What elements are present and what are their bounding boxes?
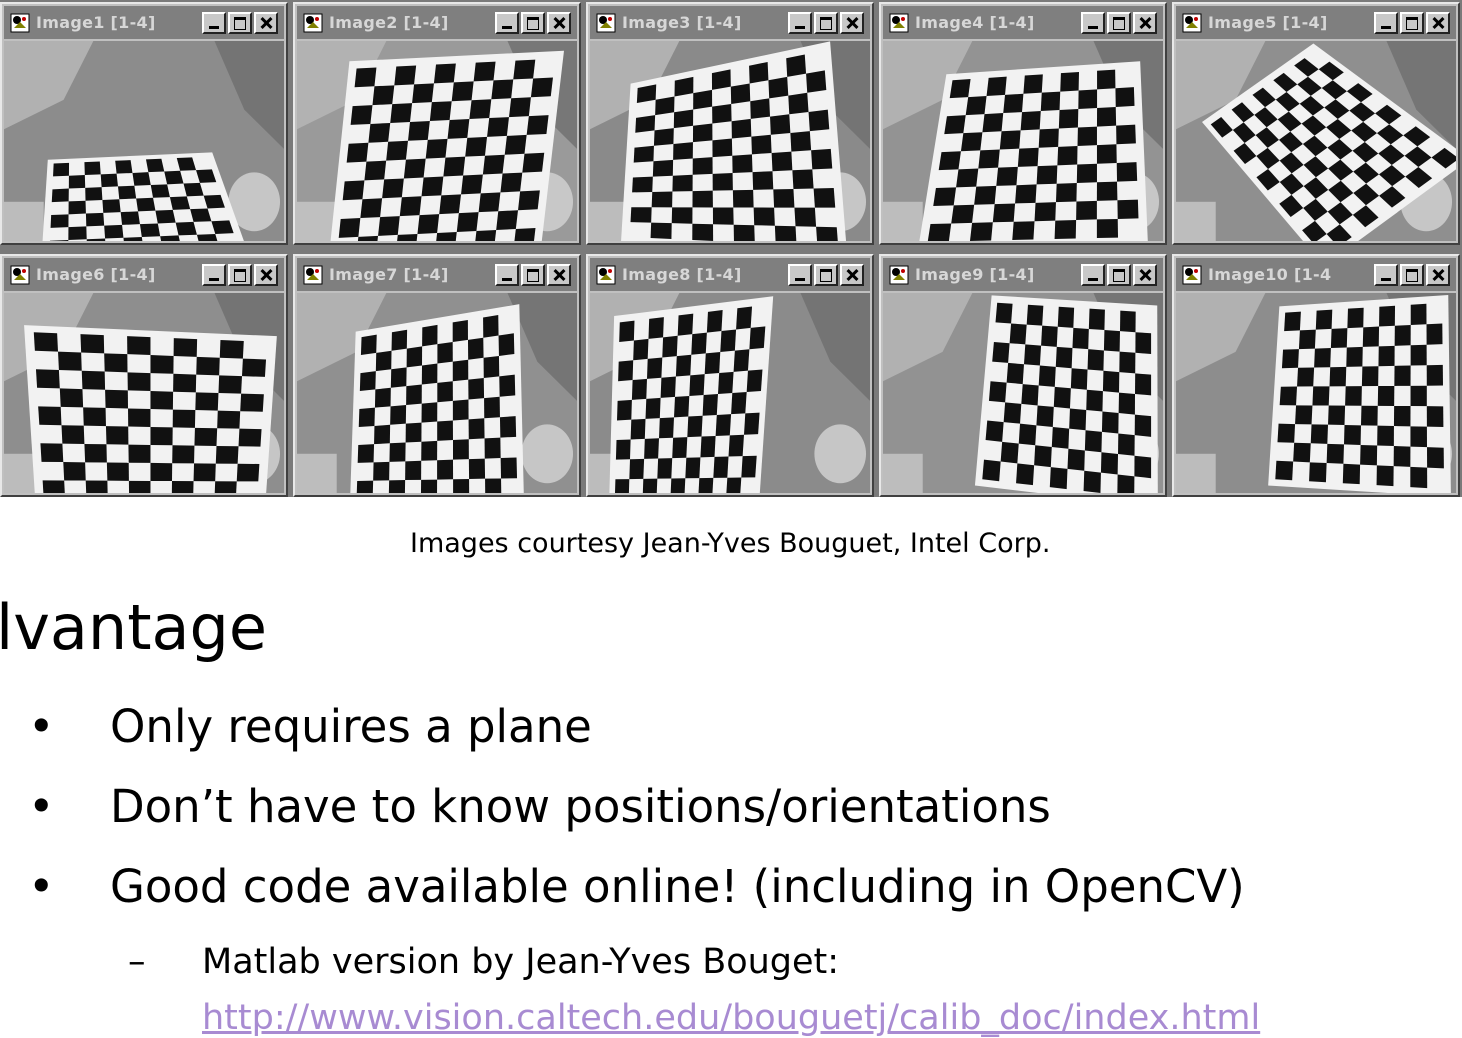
maximize-icon[interactable] xyxy=(521,263,545,286)
maximize-icon[interactable] xyxy=(814,263,838,286)
maximize-icon[interactable] xyxy=(1400,263,1424,286)
close-icon[interactable] xyxy=(840,11,864,34)
maximize-icon[interactable] xyxy=(814,11,838,34)
app-icon[interactable] xyxy=(1182,13,1202,33)
image-window[interactable]: Image4 [1-4] xyxy=(879,2,1167,245)
maximize-icon[interactable] xyxy=(1400,11,1424,34)
window-title: Image5 [1-4] xyxy=(1208,13,1328,32)
image-window[interactable]: Image7 [1-4] xyxy=(293,254,581,497)
app-icon[interactable] xyxy=(303,13,323,33)
minimize-icon[interactable] xyxy=(495,11,519,34)
minimize-icon[interactable] xyxy=(788,11,812,34)
window-titlebar[interactable]: Image4 [1-4] xyxy=(883,6,1163,39)
checkerboard-photo xyxy=(590,41,870,241)
app-icon[interactable] xyxy=(1182,265,1202,285)
image-window[interactable]: Image3 [1-4] xyxy=(586,2,874,245)
bullet-text: Only requires a plane xyxy=(110,700,592,753)
close-icon[interactable] xyxy=(254,11,278,34)
window-title: Image2 [1-4] xyxy=(329,13,449,32)
image-window[interactable]: Image8 [1-4] xyxy=(586,254,874,497)
maximize-icon[interactable] xyxy=(228,11,252,34)
window-title: Image10 [1-4 xyxy=(1208,265,1332,284)
app-icon[interactable] xyxy=(10,13,30,33)
window-titlebar[interactable]: Image7 [1-4] xyxy=(297,258,577,291)
minimize-icon[interactable] xyxy=(1374,263,1398,286)
minimize-icon[interactable] xyxy=(1081,11,1105,34)
window-title: Image1 [1-4] xyxy=(36,13,156,32)
window-titlebar[interactable]: Image2 [1-4] xyxy=(297,6,577,39)
app-icon[interactable] xyxy=(889,13,909,33)
image-caption: Images courtesy Jean-Yves Bouguet, Intel… xyxy=(410,528,1051,559)
maximize-icon[interactable] xyxy=(1107,11,1131,34)
window-titlebar[interactable]: Image5 [1-4] xyxy=(1176,6,1456,39)
window-titlebar[interactable]: Image9 [1-4] xyxy=(883,258,1163,291)
app-icon[interactable] xyxy=(10,265,30,285)
bullet-mark: • xyxy=(28,780,55,833)
close-icon[interactable] xyxy=(1426,263,1450,286)
calibration-toolbox-link[interactable]: http://www.vision.caltech.edu/bouguetj/c… xyxy=(202,998,1261,1038)
minimize-icon[interactable] xyxy=(1081,263,1105,286)
checkerboard-photo xyxy=(297,293,577,493)
bullet-text: Don’t have to know positions/orientation… xyxy=(110,780,1051,833)
slide-heading: lvantage xyxy=(0,591,268,664)
minimize-icon[interactable] xyxy=(202,263,226,286)
checkerboard-photo xyxy=(1176,41,1456,241)
minimize-icon[interactable] xyxy=(1374,11,1398,34)
bullet-text: Good code available online! (including i… xyxy=(110,860,1245,913)
window-titlebar[interactable]: Image10 [1-4 xyxy=(1176,258,1456,291)
app-icon[interactable] xyxy=(303,265,323,285)
close-icon[interactable] xyxy=(840,263,864,286)
app-icon[interactable] xyxy=(889,265,909,285)
close-icon[interactable] xyxy=(254,263,278,286)
app-icon[interactable] xyxy=(596,13,616,33)
app-icon[interactable] xyxy=(596,265,616,285)
minimize-icon[interactable] xyxy=(788,263,812,286)
checkerboard-photo xyxy=(1176,293,1456,493)
sub-bullet-text: Matlab version by Jean-Yves Bouget: xyxy=(202,942,840,982)
image-window[interactable]: Image6 [1-4] xyxy=(0,254,288,497)
image-window[interactable]: Image9 [1-4] xyxy=(879,254,1167,497)
close-icon[interactable] xyxy=(547,263,571,286)
window-title: Image3 [1-4] xyxy=(622,13,742,32)
close-icon[interactable] xyxy=(1426,11,1450,34)
window-titlebar[interactable]: Image6 [1-4] xyxy=(4,258,284,291)
window-title: Image8 [1-4] xyxy=(622,265,742,284)
calibration-image-grid: Image1 [1-4] Image2 [1-4] Image3 [1-4] Imag… xyxy=(0,0,1462,497)
image-window[interactable]: Image2 [1-4] xyxy=(293,2,581,245)
window-titlebar[interactable]: Image8 [1-4] xyxy=(590,258,870,291)
close-icon[interactable] xyxy=(547,11,571,34)
window-titlebar[interactable]: Image3 [1-4] xyxy=(590,6,870,39)
image-window[interactable]: Image10 [1-4 xyxy=(1172,254,1460,497)
maximize-icon[interactable] xyxy=(1107,263,1131,286)
checkerboard-photo xyxy=(4,293,284,493)
window-title: Image7 [1-4] xyxy=(329,265,449,284)
bullet-mark: • xyxy=(28,700,55,753)
close-icon[interactable] xyxy=(1133,263,1157,286)
minimize-icon[interactable] xyxy=(495,263,519,286)
image-window[interactable]: Image5 [1-4] xyxy=(1172,2,1460,245)
window-title: Image4 [1-4] xyxy=(915,13,1035,32)
window-titlebar[interactable]: Image1 [1-4] xyxy=(4,6,284,39)
window-title: Image6 [1-4] xyxy=(36,265,156,284)
bullet-mark: • xyxy=(28,860,55,913)
checkerboard-photo xyxy=(4,41,284,241)
window-title: Image9 [1-4] xyxy=(915,265,1035,284)
checkerboard-photo xyxy=(590,293,870,493)
checkerboard-photo xyxy=(883,293,1163,493)
close-icon[interactable] xyxy=(1133,11,1157,34)
maximize-icon[interactable] xyxy=(521,11,545,34)
checkerboard-photo xyxy=(883,41,1163,241)
checkerboard-photo xyxy=(297,41,577,241)
sub-bullet-mark: – xyxy=(128,942,146,982)
minimize-icon[interactable] xyxy=(202,11,226,34)
image-window[interactable]: Image1 [1-4] xyxy=(0,2,288,245)
maximize-icon[interactable] xyxy=(228,263,252,286)
